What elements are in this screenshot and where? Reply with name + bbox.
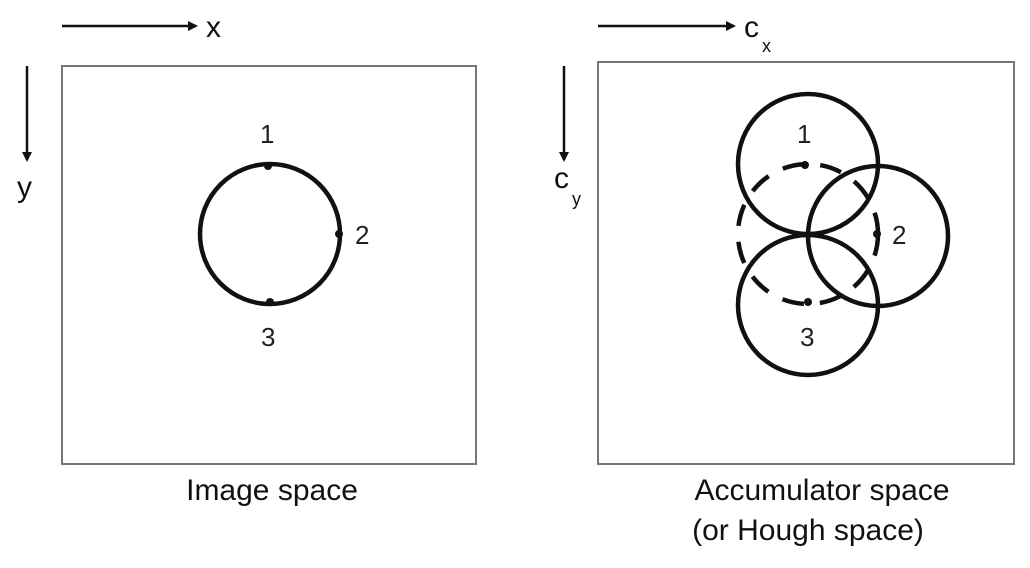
- point-1-dot: [264, 162, 272, 170]
- image-circle: [197, 161, 343, 307]
- cx-axis-subscript: x: [762, 36, 771, 56]
- cy-axis-subscript: y: [572, 189, 581, 209]
- accumulator-space-panel: c x c y 1 2 3 Accumulator space (or Houg…: [554, 11, 1015, 547]
- image-space-caption: Image space: [186, 474, 358, 507]
- point-2-dot: [335, 230, 343, 238]
- acc-point-2-dot: [873, 230, 881, 238]
- acc-point-3-dot: [804, 298, 812, 306]
- accumulator-caption-line-2: (or Hough space): [692, 514, 924, 547]
- accumulator-caption-line-1: Accumulator space: [694, 474, 949, 507]
- point-3-label: 3: [261, 322, 275, 352]
- acc-point-1-label: 1: [797, 119, 811, 149]
- acc-point-3-label: 3: [800, 322, 814, 352]
- point-1-label: 1: [260, 119, 274, 149]
- point-3-dot: [266, 298, 274, 306]
- x-axis-label: x: [206, 11, 221, 44]
- y-axis-label: y: [17, 171, 32, 204]
- accumulator-circle-3: [735, 232, 881, 378]
- image-space-panel: x y 1 2 3 Image space: [17, 11, 477, 507]
- accumulator-space-frame: [597, 61, 1015, 465]
- cy-axis-label: c: [554, 162, 569, 195]
- cx-axis-label: c: [744, 11, 759, 44]
- point-2-label: 2: [355, 220, 369, 250]
- acc-point-1-dot: [801, 161, 809, 169]
- acc-point-2-label: 2: [892, 220, 906, 250]
- image-space-frame: [61, 65, 477, 465]
